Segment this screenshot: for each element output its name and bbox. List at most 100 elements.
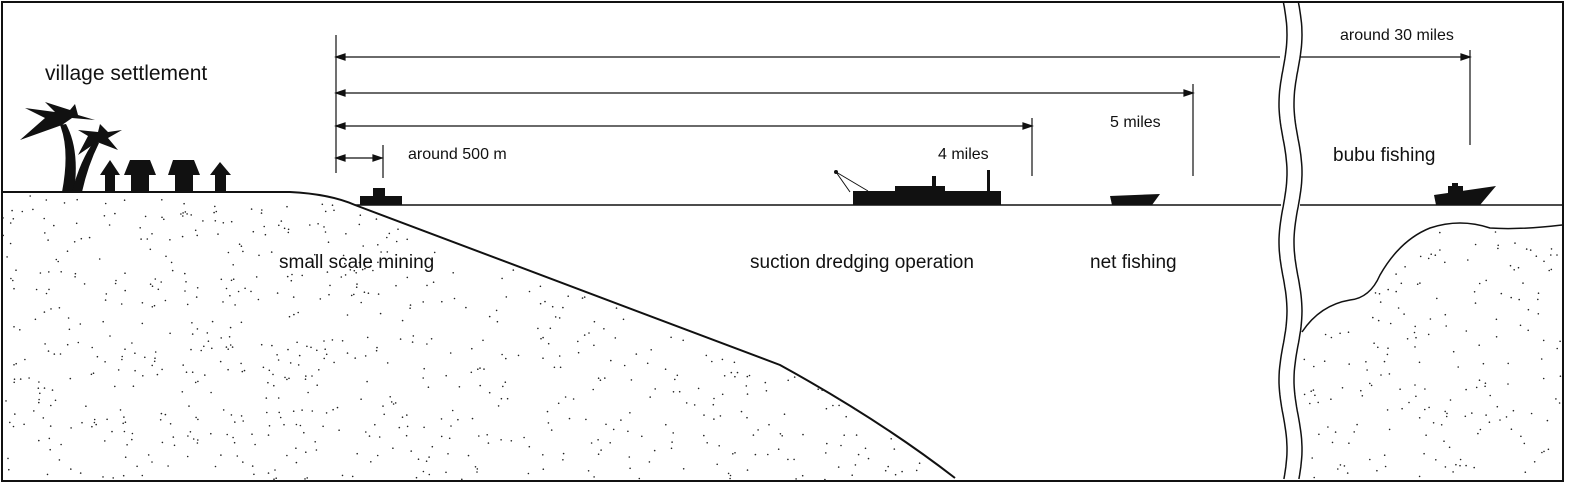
sand-dot [398, 426, 401, 429]
sand-dot [95, 423, 97, 426]
sand-dot [1424, 408, 1426, 411]
sand-dot [184, 272, 186, 275]
sand-dot [325, 412, 328, 414]
sand-dot [47, 239, 49, 241]
sand-dot [14, 413, 16, 415]
sand-dot [39, 272, 42, 274]
sand-dot [183, 202, 185, 205]
sand-dot [793, 376, 796, 378]
sand-dot [374, 423, 376, 426]
sand-dot [154, 351, 157, 353]
sand-dot [8, 468, 10, 471]
sand-dot [83, 283, 86, 285]
sand-dot [540, 337, 542, 340]
sand-dot [547, 422, 550, 424]
sand-dot [383, 413, 386, 416]
sand-dot [665, 423, 667, 426]
sand-dot [1510, 428, 1513, 431]
sand-dot [114, 212, 116, 215]
sand-dot [50, 404, 52, 407]
sand-dot [58, 459, 61, 461]
label-small-scale-mining: small scale mining [279, 252, 434, 273]
sand-dot [311, 375, 313, 377]
sand-dot [547, 342, 550, 345]
sand-dot [447, 453, 449, 455]
sand-dot [1479, 428, 1482, 431]
sand-dot [1459, 458, 1462, 461]
sand-dot [151, 306, 154, 308]
sand-dot [461, 478, 463, 481]
sand-dot [154, 278, 157, 280]
sand-dot [314, 253, 316, 256]
sand-dot [185, 281, 187, 283]
sand-dot [58, 307, 61, 309]
sand-dot [34, 318, 37, 321]
sand-dot [593, 476, 595, 478]
label-net-fishing: net fishing [1090, 252, 1177, 273]
sand-dot [227, 251, 230, 254]
sand-dot [1495, 336, 1498, 338]
sand-dot [9, 222, 12, 224]
sand-dot [716, 463, 718, 466]
sand-dot [1449, 399, 1452, 401]
sand-dot [527, 472, 530, 475]
sand-dot [48, 271, 50, 273]
sand-dot [577, 351, 580, 354]
sand-dot [329, 284, 331, 287]
sand-dot [196, 328, 199, 330]
sand-dot [1459, 464, 1461, 467]
sand-dot [1395, 290, 1397, 293]
sand-dot [721, 358, 724, 361]
sand-dot [405, 434, 408, 437]
sand-dot [333, 209, 335, 212]
sand-dot [189, 431, 192, 433]
sand-dot [173, 444, 176, 447]
sand-dot [377, 293, 380, 295]
sand-dot [457, 418, 459, 421]
sand-dot [382, 405, 384, 407]
sand-dot [1484, 385, 1486, 388]
sand-dot [356, 283, 358, 285]
sand-dot [646, 362, 649, 365]
sand-dot [75, 222, 78, 225]
sand-dot [678, 390, 681, 393]
sand-dot [304, 478, 306, 480]
sand-dot [1541, 451, 1543, 454]
sand-dot [250, 208, 253, 210]
sand-dot [746, 393, 749, 395]
sand-dot [482, 339, 484, 342]
sand-dot [317, 223, 319, 225]
sand-dot [28, 377, 30, 379]
sand-dot [222, 301, 224, 303]
sand-dot [303, 431, 305, 434]
sand-dot [241, 370, 244, 373]
sand-dot [275, 477, 278, 480]
sand-dot [92, 372, 95, 375]
sand-dot [440, 435, 443, 438]
sand-dot [390, 401, 393, 403]
sand-dot [1404, 266, 1406, 268]
sand-dot [286, 378, 288, 381]
sand-dot [242, 461, 244, 463]
sand-dot [367, 292, 370, 295]
sand-dot [109, 335, 111, 337]
sand-dot [478, 435, 480, 437]
sand-dot [378, 436, 381, 438]
sand-dot [476, 471, 478, 473]
sand-dot [505, 296, 508, 298]
sand-dot [845, 415, 847, 418]
sand-dot [134, 369, 136, 372]
sand-dot [768, 423, 770, 426]
sand-dot [29, 195, 32, 197]
sand-dot [261, 209, 263, 211]
sand-dot [1465, 330, 1468, 332]
sand-dot [172, 436, 175, 438]
sand-dot [1507, 383, 1509, 385]
sand-dot [1413, 331, 1416, 334]
sand-dot [1558, 402, 1561, 404]
sand-dot [674, 378, 676, 381]
sand-dot [676, 374, 679, 377]
sand-dot [705, 354, 708, 357]
sand-dot [1314, 394, 1316, 397]
sand-dot [401, 319, 404, 322]
